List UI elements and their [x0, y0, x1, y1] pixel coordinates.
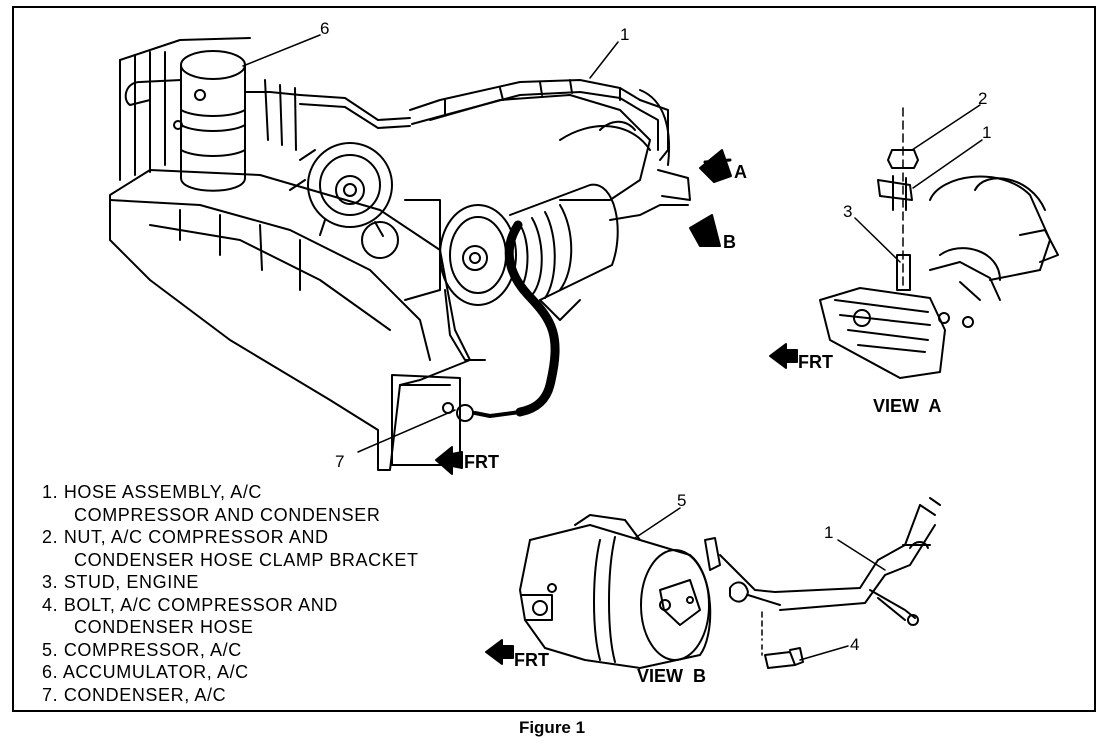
- callout-6-main: 6: [320, 19, 329, 38]
- legend-item-1: 1. HOSE ASSEMBLY, A/C: [42, 482, 263, 502]
- view-a-title: VIEW A: [873, 396, 941, 416]
- view-arrow-b: [689, 214, 721, 247]
- callout-7-main: 7: [335, 452, 344, 471]
- frt-arrow-main: [435, 446, 463, 475]
- view-arrow-b-label: B: [723, 232, 736, 252]
- frt-label-viewb: FRT: [514, 650, 549, 670]
- frt-label-main: FRT: [464, 452, 499, 472]
- legend-item-2: 2. NUT, A/C COMPRESSOR AND: [42, 527, 329, 547]
- legend-item-5: 5. COMPRESSOR, A/C: [42, 639, 242, 660]
- engine-block: [109, 37, 691, 471]
- accumulator: [124, 50, 301, 192]
- view-b-title: VIEW B: [637, 666, 706, 686]
- callout-1-main: 1: [620, 25, 629, 44]
- view-arrow-a-label: A: [734, 162, 747, 182]
- compressor-main: [439, 183, 619, 361]
- leader-lines-main: [242, 34, 619, 453]
- view-b-detail: [519, 497, 941, 669]
- frt-arrow-viewb: [485, 639, 514, 665]
- callout-4-viewb: 4: [850, 635, 859, 654]
- callout-3-viewa: 3: [843, 202, 852, 221]
- callout-5-viewb: 5: [677, 491, 686, 510]
- callout-2-viewa: 2: [978, 89, 987, 108]
- figure-caption: Figure 1: [518, 718, 586, 737]
- legend-item-3: 3. STUD, ENGINE: [42, 572, 200, 592]
- legend-item-4-cont: CONDENSER HOSE: [74, 617, 254, 637]
- parts-legend: 1. HOSE ASSEMBLY, A/C COMPRESSOR AND CON…: [42, 481, 419, 706]
- figure-frame: [12, 6, 1096, 712]
- legend-item-6: 6. ACCUMULATOR, A/C: [42, 662, 249, 682]
- frt-label-viewa: FRT: [798, 352, 833, 372]
- legend-item-1-cont: COMPRESSOR AND CONDENSER: [74, 504, 381, 525]
- callout-1-viewb: 1: [824, 523, 833, 542]
- frt-arrow-viewa: [769, 343, 798, 369]
- hose-assembly-main: [299, 79, 669, 161]
- callout-1-viewa: 1: [982, 123, 991, 142]
- legend-item-7: 7. CONDENSER, A/C: [42, 684, 227, 705]
- view-arrow-a: [699, 149, 732, 183]
- condenser-hose-black: [442, 220, 560, 422]
- legend-item-4: 4. BOLT, A/C COMPRESSOR AND: [42, 594, 338, 615]
- view-a-detail: [819, 104, 1059, 379]
- legend-item-2-cont: CONDENSER HOSE CLAMP BRACKET: [74, 549, 419, 570]
